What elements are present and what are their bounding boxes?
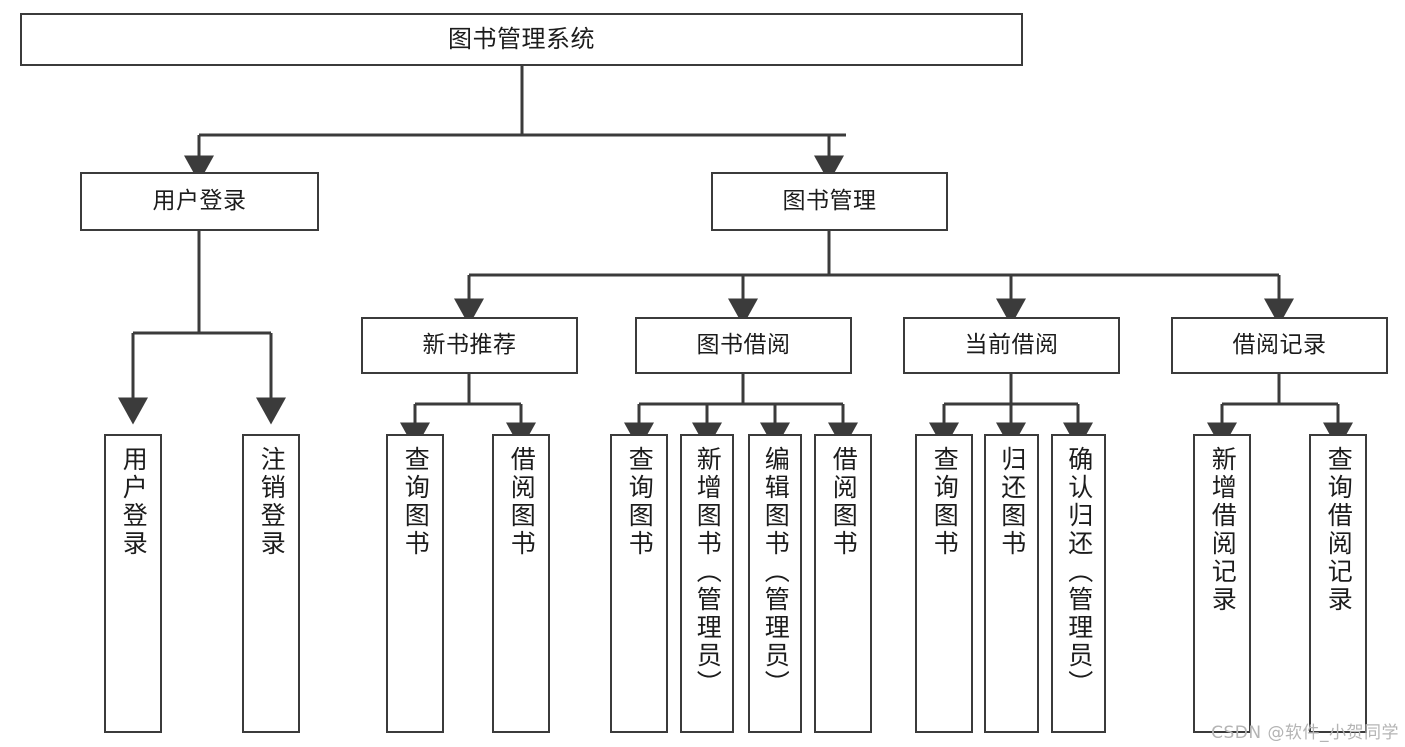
node-leaf-query-book-b[interactable]: 查询图书 — [610, 434, 668, 733]
node-user-login-label: 用户登录 — [152, 187, 247, 214]
node-leaf-user-login[interactable]: 用户登录 — [104, 434, 162, 733]
node-new-book-rec-label: 新书推荐 — [422, 331, 517, 358]
node-leaf-borrow-book-b-label: 借阅图书 — [829, 446, 859, 558]
node-leaf-borrow-book-a[interactable]: 借阅图书 — [492, 434, 550, 733]
node-leaf-return-book-label: 归还图书 — [997, 446, 1027, 558]
node-leaf-logout-label: 注销登录 — [257, 446, 287, 558]
node-leaf-add-record[interactable]: 新增借阅记录 — [1193, 434, 1251, 733]
node-book-borrow-label: 图书借阅 — [696, 331, 791, 358]
node-book-manage-label: 图书管理 — [782, 187, 877, 214]
node-leaf-borrow-book-b[interactable]: 借阅图书 — [814, 434, 872, 733]
node-root[interactable]: 图书管理系统 — [20, 13, 1023, 66]
node-leaf-query-record[interactable]: 查询借阅记录 — [1309, 434, 1367, 733]
node-leaf-query-book-c-label: 查询图书 — [930, 446, 960, 558]
node-leaf-query-book-c[interactable]: 查询图书 — [915, 434, 973, 733]
node-current-borrow-label: 当前借阅 — [964, 331, 1059, 358]
node-user-login[interactable]: 用户登录 — [80, 172, 319, 231]
node-current-borrow[interactable]: 当前借阅 — [903, 317, 1120, 374]
csdn-watermark: CSDN @软件_小贺同学 — [1211, 723, 1399, 743]
node-leaf-add-book[interactable]: 新增图书（管理员） — [680, 434, 734, 733]
node-new-book-rec[interactable]: 新书推荐 — [361, 317, 578, 374]
node-leaf-borrow-book-a-label: 借阅图书 — [507, 446, 537, 558]
node-leaf-edit-book[interactable]: 编辑图书（管理员） — [748, 434, 802, 733]
node-leaf-query-book-a-label: 查询图书 — [401, 446, 431, 558]
node-leaf-logout[interactable]: 注销登录 — [242, 434, 300, 733]
node-leaf-confirm-return-label: 确认归还（管理员） — [1064, 446, 1094, 698]
node-leaf-edit-book-label: 编辑图书（管理员） — [761, 446, 791, 698]
node-leaf-return-book[interactable]: 归还图书 — [984, 434, 1039, 733]
node-leaf-user-login-label: 用户登录 — [119, 446, 149, 558]
node-leaf-query-book-a[interactable]: 查询图书 — [386, 434, 444, 733]
node-leaf-confirm-return[interactable]: 确认归还（管理员） — [1051, 434, 1106, 733]
node-leaf-add-record-label: 新增借阅记录 — [1208, 446, 1238, 614]
node-book-borrow[interactable]: 图书借阅 — [635, 317, 852, 374]
node-root-label: 图书管理系统 — [448, 25, 595, 54]
node-leaf-query-record-label: 查询借阅记录 — [1324, 446, 1354, 614]
node-borrow-record-label: 借阅记录 — [1232, 331, 1327, 358]
node-borrow-record[interactable]: 借阅记录 — [1171, 317, 1388, 374]
node-leaf-add-book-label: 新增图书（管理员） — [693, 446, 723, 698]
node-leaf-query-book-b-label: 查询图书 — [625, 446, 655, 558]
node-book-manage[interactable]: 图书管理 — [711, 172, 948, 231]
